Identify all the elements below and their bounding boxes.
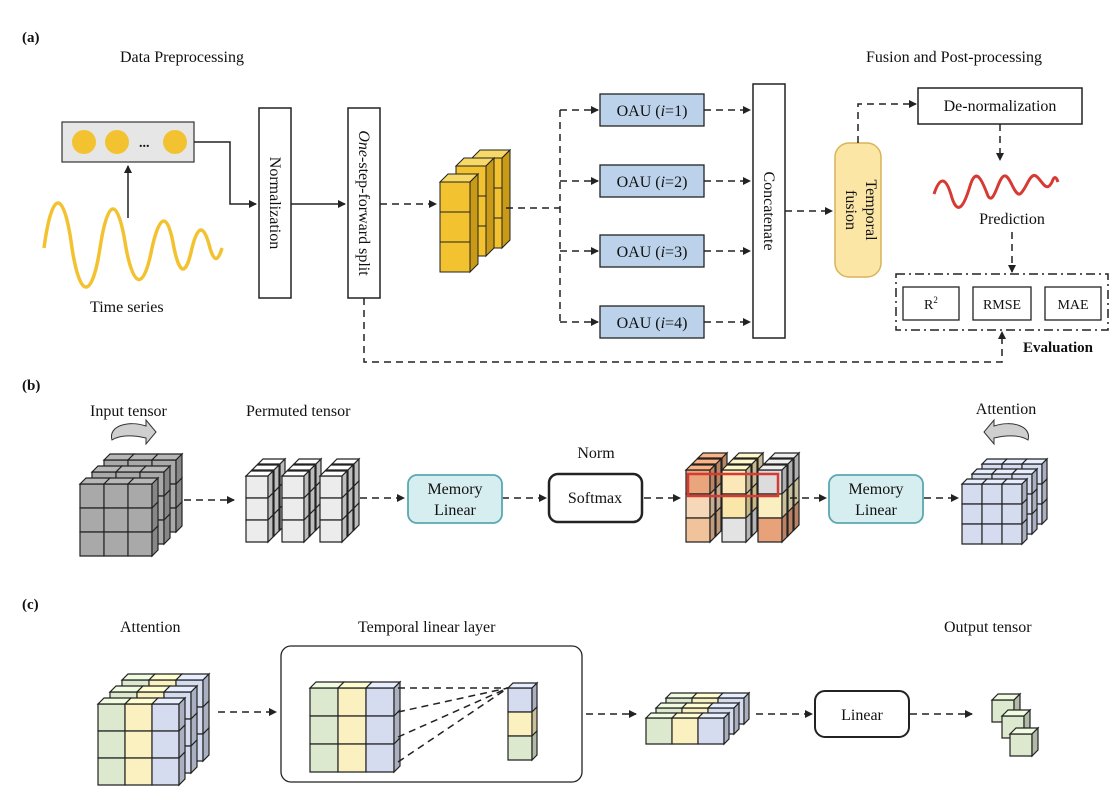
permuted-tensor-slab bbox=[280, 469, 311, 544]
temporal-linear-label: Temporal linear layer bbox=[358, 619, 496, 636]
time-series-wave bbox=[42, 201, 224, 289]
output-tensor-label: Output tensor bbox=[944, 619, 1032, 636]
weighted-tensor-slab bbox=[720, 463, 753, 544]
normalization-label: Normalization bbox=[266, 157, 283, 249]
norm-label: Norm bbox=[577, 445, 615, 462]
oau-block-4: OAU (i=4) bbox=[599, 305, 705, 339]
svg-text:Linear: Linear bbox=[855, 502, 897, 519]
metric-rmse bbox=[972, 286, 1032, 321]
time-series-label: Time series bbox=[90, 299, 164, 316]
tensor-cubes-c bbox=[96, 672, 1040, 787]
denormalization-label: De-normalization bbox=[944, 98, 1057, 115]
flattened-tensor-slab bbox=[644, 711, 731, 746]
permuted-tensor-slab bbox=[318, 469, 349, 544]
softmax-block bbox=[547, 472, 644, 524]
attention-label-c: Attention bbox=[120, 619, 180, 636]
yellow-tensor bbox=[438, 148, 512, 274]
svg-text:RMSE: RMSE bbox=[983, 298, 1021, 313]
output-cube bbox=[1008, 726, 1040, 758]
rotate-icon bbox=[111, 418, 157, 446]
attention-tensor-slab bbox=[960, 477, 1029, 546]
svg-text:OAU (i=1): OAU (i=1) bbox=[617, 103, 688, 120]
attention-label-b: Attention bbox=[976, 401, 1036, 418]
concatenate-block bbox=[752, 83, 786, 339]
permuted-tensor-slab bbox=[244, 469, 275, 544]
weighted-tensor-slab bbox=[756, 463, 789, 544]
svg-text:OAU (i=4): OAU (i=4) bbox=[617, 315, 688, 332]
evaluation-container bbox=[895, 273, 1109, 331]
svg-text:Softmax: Softmax bbox=[568, 490, 622, 507]
fusion-title: Fusion and Post-processing bbox=[866, 49, 1042, 66]
prediction-label: Prediction bbox=[979, 211, 1045, 228]
evaluation-label: Evaluation bbox=[1023, 340, 1094, 356]
normalization-block bbox=[258, 107, 292, 299]
denormalization-block bbox=[917, 87, 1083, 125]
svg-text:Memory: Memory bbox=[848, 481, 903, 498]
svg-text:OAU (i=3): OAU (i=3) bbox=[617, 244, 688, 261]
temporal-fusion-label-2: fusion bbox=[842, 190, 859, 230]
tensor-cubes-b bbox=[78, 451, 1049, 558]
temporal-fusion-label-1: Temporal bbox=[862, 179, 879, 241]
input-tensor-label: Input tensor bbox=[90, 403, 168, 420]
temporal-linear-container bbox=[280, 645, 583, 783]
highlight-box bbox=[686, 472, 780, 498]
concatenate-label: Concatenate bbox=[760, 171, 777, 250]
oau-block-3: OAU (i=3) bbox=[599, 234, 705, 268]
panel-label-c: (c) bbox=[22, 597, 39, 613]
memory-linear-block-1 bbox=[407, 474, 503, 524]
temporal-vector bbox=[506, 681, 539, 762]
linear-block bbox=[814, 690, 910, 738]
svg-text:Memory: Memory bbox=[427, 481, 482, 498]
weighted-tensor-slab bbox=[684, 463, 717, 544]
sequence-ellipsis: ... bbox=[139, 136, 150, 151]
panel-label-b: (b) bbox=[22, 378, 40, 394]
input-tensor-slab bbox=[78, 476, 160, 558]
split-block bbox=[347, 107, 381, 299]
temporal-grid bbox=[308, 680, 402, 774]
attention-tensor-c-slab bbox=[96, 696, 187, 787]
permuted-tensor-label: Permuted tensor bbox=[246, 403, 351, 420]
svg-text:OAU (i=2): OAU (i=2) bbox=[617, 174, 688, 191]
metric-mae bbox=[1044, 286, 1102, 321]
input-sequence-box: ... bbox=[61, 121, 195, 163]
svg-text:R2: R2 bbox=[924, 295, 938, 313]
svg-text:Linear: Linear bbox=[841, 707, 883, 724]
memory-linear-block-2 bbox=[828, 474, 924, 524]
split-label: One-step-forward split bbox=[355, 130, 372, 276]
prediction-wave bbox=[932, 173, 1060, 209]
oau-block-2: OAU (i=2) bbox=[599, 164, 705, 198]
metric-r2 bbox=[902, 286, 960, 321]
svg-text:Linear: Linear bbox=[434, 502, 476, 519]
oau-block-1: OAU (i=1) bbox=[599, 93, 705, 127]
panel-label-a: (a) bbox=[22, 30, 40, 46]
rotate-icon-2 bbox=[983, 418, 1029, 446]
svg-text:MAE: MAE bbox=[1057, 298, 1088, 313]
data-preprocessing-title: Data Preprocessing bbox=[120, 49, 244, 66]
